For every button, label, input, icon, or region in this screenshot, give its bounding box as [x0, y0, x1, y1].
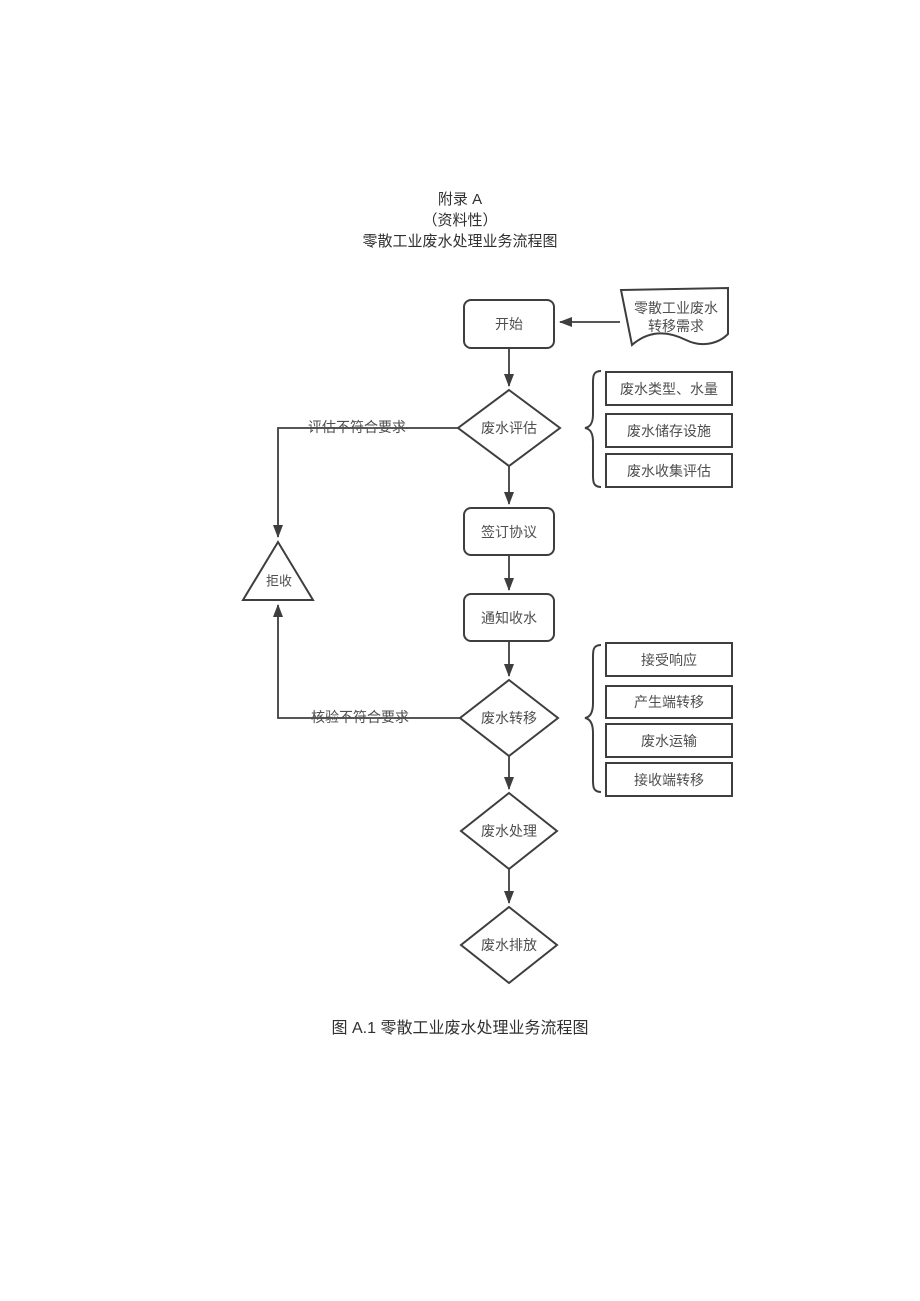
eval-item-box-2: [605, 413, 733, 448]
figure-caption: 图 A.1 零散工业废水处理业务流程图: [331, 1020, 589, 1037]
transfer-item-label-1: 接受响应: [641, 652, 697, 668]
discharge-decision-node: [459, 905, 559, 985]
connector-verify-fail-to-reject: [273, 604, 460, 719]
eval-item-box-3: [605, 453, 733, 488]
notify-node: [463, 593, 555, 642]
title-block: 附录 A （资料性） 零散工业废水处理业务流程图: [0, 189, 920, 252]
title-main: 零散工业废水处理业务流程图: [362, 233, 558, 250]
eval-item-box-1: [605, 371, 733, 406]
transfer-item-box-2: [605, 685, 733, 719]
eval-fail-edge-label: 评估不符合要求: [308, 419, 406, 435]
eval-item-label-1: 废水类型、水量: [620, 381, 718, 397]
eval-item-label-3: 废水收集评估: [627, 463, 711, 479]
left-brace-icon: [584, 644, 602, 793]
left-brace-icon: [584, 370, 602, 488]
transfer-item-label-3: 废水运输: [641, 733, 697, 749]
start-node: [463, 299, 555, 349]
transfer-item-box-3: [605, 723, 733, 758]
treatment-label: 废水处理: [481, 823, 537, 839]
notify-label: 通知收水: [481, 610, 537, 626]
transfer-item-label-4: 接收端转移: [634, 772, 704, 788]
title-informative: （资料性）: [422, 212, 498, 229]
connector-eval-fail-to-reject: [273, 427, 458, 538]
transfer-item-label-2: 产生端转移: [634, 694, 704, 710]
demand-document-node: [619, 286, 729, 347]
transfer-decision-node: [458, 678, 560, 758]
demand-document-label: 零散工业废水 转移需求: [634, 299, 718, 335]
treatment-decision-node: [459, 791, 559, 871]
transfer-decision-label: 废水转移: [481, 710, 537, 726]
reject-triangle-node: [241, 540, 315, 601]
transfer-item-box-4: [605, 762, 733, 797]
eval-decision-node: [456, 388, 562, 468]
flow-nodes: [241, 286, 733, 985]
reject-label: 拒收: [265, 573, 293, 589]
sign-agreement-label: 签订协议: [481, 524, 537, 540]
start-label: 开始: [495, 316, 523, 332]
discharge-label: 废水排放: [481, 937, 537, 953]
title-annex: 附录 A: [437, 191, 483, 208]
sign-agreement-node: [463, 507, 555, 556]
flow-connectors: [273, 317, 620, 904]
transfer-item-box-1: [605, 642, 733, 677]
demand-document-line1: 零散工业废水: [634, 300, 718, 316]
demand-document-line2: 转移需求: [648, 318, 704, 334]
eval-decision-label: 废水评估: [481, 420, 537, 436]
eval-item-label-2: 废水储存设施: [627, 423, 711, 439]
verify-fail-edge-label: 核验不符合要求: [311, 709, 409, 725]
